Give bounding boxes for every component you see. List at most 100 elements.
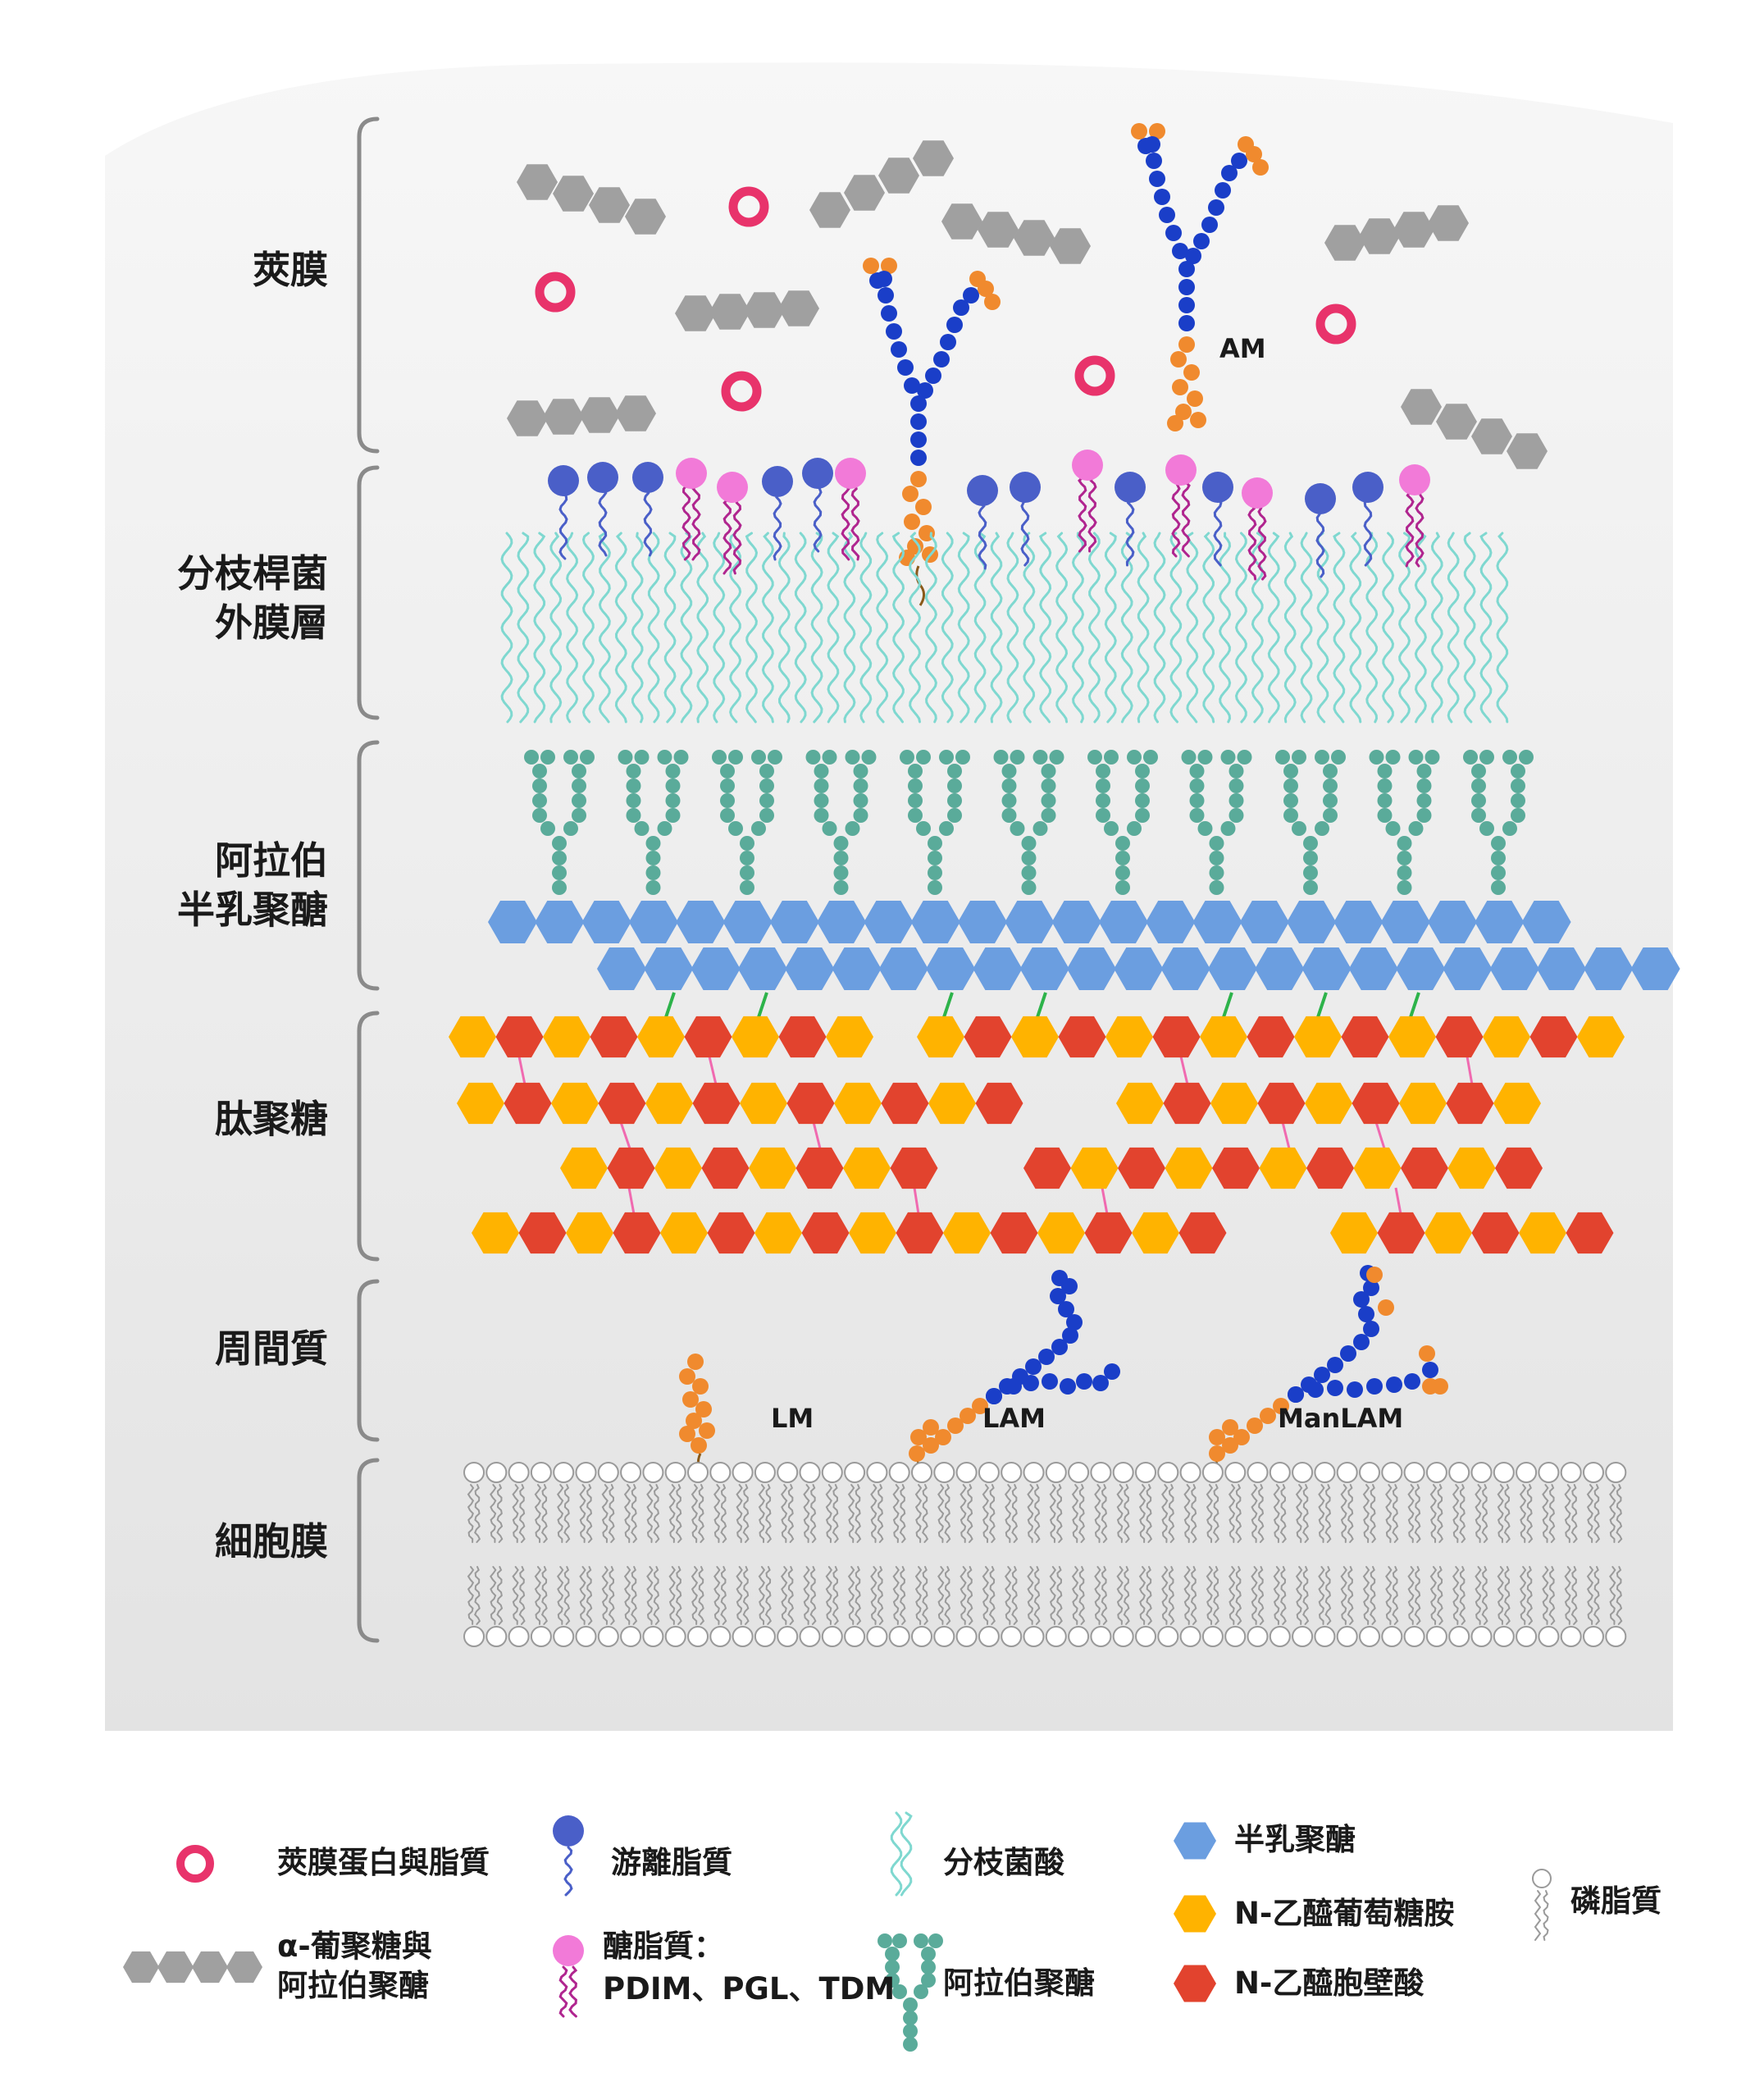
mycolic-acid-strand bbox=[859, 532, 873, 724]
arabinan-bead bbox=[1209, 880, 1224, 895]
galactan-hexagon bbox=[676, 901, 726, 943]
glycan-bead bbox=[1238, 136, 1254, 153]
galactan-hexagon bbox=[1051, 901, 1101, 943]
phospholipid-tail bbox=[960, 1484, 967, 1543]
phospholipid-tail bbox=[1497, 1484, 1505, 1543]
phospholipid-tail bbox=[736, 1566, 743, 1625]
phospholipid-tail bbox=[467, 1566, 475, 1625]
phospholipid-tail bbox=[1055, 1566, 1063, 1625]
free-lipid-tail bbox=[978, 501, 987, 570]
arabinan-bead bbox=[947, 793, 962, 808]
phospholipid-tail bbox=[1094, 1566, 1101, 1625]
free-lipid-head bbox=[548, 465, 579, 496]
legend-arabinan-icon bbox=[914, 1933, 928, 1948]
phospholipid-tail bbox=[1593, 1484, 1601, 1543]
glycan-bead bbox=[1386, 1376, 1402, 1393]
arabinan-bead bbox=[572, 808, 586, 823]
phospholipid-tail bbox=[764, 1484, 773, 1543]
arabinan-bead bbox=[759, 793, 774, 808]
glycan-bead bbox=[1146, 153, 1162, 169]
galactan-hexagon bbox=[1521, 901, 1571, 943]
phospholipid-head bbox=[1179, 1626, 1201, 1647]
glycan-bead bbox=[1038, 1349, 1055, 1365]
phospholipid-head bbox=[508, 1626, 530, 1647]
phospholipid-head bbox=[1493, 1462, 1515, 1483]
mycolic-acid-strand bbox=[827, 532, 840, 724]
galactan-hexagon bbox=[910, 901, 960, 943]
glycan-bead bbox=[891, 341, 907, 358]
phospholipid-tail bbox=[1033, 1566, 1041, 1625]
nam-hexagon bbox=[684, 1016, 732, 1058]
arabinan-bead bbox=[1425, 750, 1440, 765]
glycolipid-tail bbox=[1247, 504, 1257, 581]
phospholipid-tail bbox=[1251, 1484, 1258, 1543]
phospholipid-tail bbox=[1004, 1484, 1012, 1543]
glucan-hexagon bbox=[625, 199, 666, 235]
phospholipid-tail bbox=[1616, 1566, 1623, 1625]
nam-hexagon bbox=[1401, 1147, 1448, 1189]
phospholipid-tail bbox=[1570, 1566, 1578, 1625]
free-lipid-head bbox=[1010, 472, 1041, 503]
phospholipid-tail bbox=[1123, 1484, 1130, 1543]
galactan-hexagon bbox=[1333, 901, 1383, 943]
phospholipid-tail bbox=[1452, 1484, 1460, 1543]
galactan-hexagon bbox=[1255, 947, 1305, 990]
mycolic-acid-strand bbox=[1316, 532, 1329, 724]
glycan-bead bbox=[1340, 1345, 1356, 1362]
arabinan-bead bbox=[845, 821, 860, 836]
glycan-bead bbox=[1051, 1339, 1068, 1355]
nag-hexagon bbox=[1353, 1147, 1402, 1189]
arabinan-bead bbox=[563, 750, 578, 765]
phospholipid-head bbox=[463, 1462, 485, 1483]
phospholipid-tail bbox=[1183, 1484, 1191, 1543]
mycolic-acid-strand bbox=[713, 532, 726, 724]
phospholipid-tail bbox=[1190, 1566, 1197, 1625]
mycolic-acid-strand bbox=[1463, 532, 1476, 724]
phospholipid-head bbox=[1560, 1462, 1582, 1483]
arabinan-bead bbox=[1096, 778, 1110, 793]
arabinan-bead bbox=[853, 764, 868, 778]
glycolipid-head bbox=[1242, 477, 1273, 509]
phospholipid-tail bbox=[787, 1566, 795, 1625]
arabinan-bead bbox=[552, 880, 567, 895]
legend-nag-icon bbox=[1174, 1895, 1216, 1933]
glycan-bead bbox=[1208, 199, 1224, 216]
phospholipid-tail bbox=[825, 1484, 833, 1543]
phospholipid-head bbox=[620, 1462, 642, 1483]
glycan-bead bbox=[925, 368, 941, 384]
nam-hexagon bbox=[1341, 1016, 1389, 1058]
free-lipid-tail bbox=[1363, 498, 1373, 567]
nag-hexagon bbox=[1483, 1016, 1530, 1058]
mycolic-acid-strand bbox=[876, 532, 889, 724]
phospholipid-head bbox=[732, 1626, 754, 1647]
glycolipid-tail bbox=[732, 498, 742, 575]
phospholipid-tail bbox=[1302, 1566, 1310, 1625]
layer-bracket bbox=[357, 740, 380, 991]
legend-alpha-glucan-1: α-葡聚糖與 bbox=[277, 1929, 432, 1964]
phospholipid-tail bbox=[631, 1484, 638, 1543]
phospholipid-head bbox=[1269, 1462, 1291, 1483]
phospholipid-tail bbox=[713, 1484, 721, 1543]
mycolic-acid-strand bbox=[941, 532, 954, 724]
glycan-bead bbox=[1209, 1429, 1225, 1445]
phospholipid-head bbox=[1112, 1462, 1134, 1483]
glycan-bead bbox=[1260, 1408, 1276, 1424]
nag-hexagon bbox=[449, 1016, 496, 1058]
phospholipid-tail bbox=[608, 1566, 615, 1625]
glycan-bead bbox=[881, 258, 897, 274]
nam-hexagon bbox=[890, 1147, 938, 1189]
glycan-bead bbox=[1222, 1419, 1238, 1436]
phospholipid-head bbox=[754, 1462, 776, 1483]
glycan-bead bbox=[1358, 1306, 1374, 1322]
arabinan-bead bbox=[540, 821, 555, 836]
nag-hexagon bbox=[560, 1147, 608, 1189]
phospholipid-tail bbox=[736, 1484, 743, 1543]
phospholipid-tail bbox=[608, 1484, 615, 1543]
glycan-bead bbox=[923, 1419, 939, 1436]
layer-bracket bbox=[357, 1458, 380, 1643]
arabinan-bead bbox=[634, 821, 650, 836]
phospholipid-tail bbox=[1101, 1484, 1108, 1543]
phospholipid-tail bbox=[1324, 1484, 1332, 1543]
phospholipid-head bbox=[1516, 1626, 1538, 1647]
phospholipid-tail bbox=[1161, 1566, 1169, 1625]
